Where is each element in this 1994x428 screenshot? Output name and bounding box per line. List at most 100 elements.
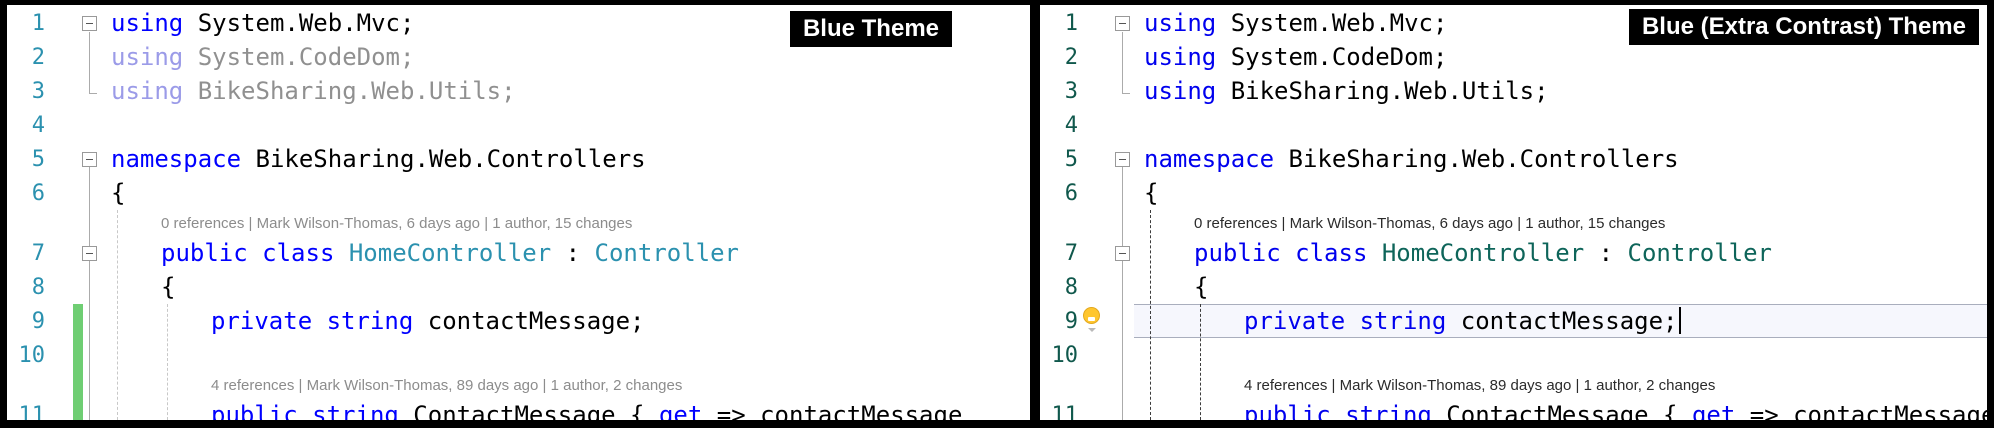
change-tracking-bar <box>73 304 83 420</box>
code-text[interactable]: namespace BikeSharing.Web.Controllers <box>101 145 646 173</box>
text-token: BikeSharing.Web.Controllers <box>241 145 646 173</box>
code-text[interactable]: public class HomeController : Controller <box>1134 239 1772 267</box>
code-text[interactable]: using BikeSharing.Web.Utils; <box>1134 77 1549 105</box>
text-token: => contactMessage <box>1735 401 1987 420</box>
code-text[interactable]: { <box>101 273 175 301</box>
gutter-margin <box>1080 74 1110 108</box>
text-token: using <box>111 43 184 71</box>
code-line: 4 <box>7 108 1030 142</box>
text-token: contactMessage; <box>1446 307 1678 335</box>
code-text[interactable]: using System.Web.Mvc; <box>101 9 414 37</box>
indent-guide <box>1150 210 1151 420</box>
line-number: 7 <box>1064 240 1078 266</box>
text-token: BikeSharing.Web.Utils; <box>183 77 516 105</box>
line-number: 7 <box>31 240 45 266</box>
line-number: 8 <box>31 274 45 300</box>
code-text[interactable]: { <box>1134 273 1208 301</box>
text-token <box>312 307 326 335</box>
fold-toggle-icon[interactable] <box>81 245 97 261</box>
text-token: System.CodeDom; <box>1216 43 1448 71</box>
fold-toggle-icon[interactable] <box>81 151 97 167</box>
gutter-margin <box>47 74 77 108</box>
text-token: ContactMessage { <box>1431 401 1692 420</box>
gutter-margin <box>1080 270 1110 304</box>
fold-toggle-icon[interactable] <box>1114 245 1130 261</box>
text-token: { <box>1144 179 1159 207</box>
keyword-token: class <box>262 239 335 267</box>
line-number: 2 <box>1064 44 1078 70</box>
keyword-token: string <box>326 307 414 335</box>
minus-glyph <box>85 22 93 24</box>
line-number: 10 <box>1051 342 1079 368</box>
fold-margin <box>77 15 101 31</box>
fold-structure-line <box>1122 167 1123 420</box>
minus-glyph <box>1118 158 1126 160</box>
code-text[interactable]: public class HomeController : Controller <box>101 239 739 267</box>
code-text[interactable]: using System.CodeDom; <box>1134 43 1447 71</box>
keyword-token: private <box>1244 307 1346 335</box>
code-line: 10 <box>7 338 1030 372</box>
fold-margin <box>1110 15 1134 31</box>
codelens-text[interactable]: 0 references | Mark Wilson-Thomas, 6 day… <box>1134 215 1665 232</box>
code-text[interactable]: public string ContactMessage { get => co… <box>1134 401 1987 420</box>
fold-toggle-icon[interactable] <box>81 15 97 31</box>
indent-guide <box>1200 304 1201 420</box>
keyword-token: public <box>211 401 298 420</box>
code-text[interactable]: { <box>1134 179 1158 207</box>
code-text[interactable]: private string contactMessage; <box>101 307 645 335</box>
gutter-margin <box>1080 176 1110 210</box>
lightbulb-icon[interactable] <box>1083 307 1100 332</box>
code-text[interactable]: using System.Web.Mvc; <box>1134 9 1447 37</box>
keyword-token: private <box>211 307 313 335</box>
keyword-token: public <box>161 239 248 267</box>
theme-badge: Blue (Extra Contrast) Theme <box>1628 9 1979 46</box>
gutter-margin <box>1080 398 1110 420</box>
text-token <box>1281 239 1295 267</box>
keyword-token: string <box>1359 307 1447 335</box>
chevron-down-icon <box>1088 328 1096 332</box>
line-number: 10 <box>18 342 46 368</box>
text-token: System.Web.Mvc; <box>183 9 415 37</box>
line-number: 5 <box>31 146 45 172</box>
type-token: Controller <box>594 239 740 267</box>
code-text[interactable]: using BikeSharing.Web.Utils; <box>101 77 516 105</box>
text-token: { <box>1194 273 1209 301</box>
code-text[interactable]: namespace BikeSharing.Web.Controllers <box>1134 145 1679 173</box>
code-text[interactable]: using System.CodeDom; <box>101 43 414 71</box>
current-line-highlight <box>1134 304 1987 338</box>
text-token <box>1367 239 1381 267</box>
codelens-text[interactable]: 4 references | Mark Wilson-Thomas, 89 da… <box>1134 377 1715 394</box>
keyword-token: namespace <box>111 145 242 173</box>
gutter-margin <box>1080 372 1110 398</box>
line-number: 1 <box>31 10 45 36</box>
fold-toggle-icon[interactable] <box>1114 151 1130 167</box>
fold-structure-elbow <box>1122 93 1130 94</box>
line-number: 6 <box>31 180 45 206</box>
code-text[interactable]: { <box>101 179 125 207</box>
gutter-margin <box>47 108 77 142</box>
text-token: => contactMessage <box>702 401 963 420</box>
line-number: 6 <box>1064 180 1078 206</box>
code-line: 8{ <box>7 270 1030 304</box>
keyword-token: using <box>1144 9 1217 37</box>
fold-toggle-icon[interactable] <box>1114 15 1130 31</box>
keyword-token: get <box>658 401 703 420</box>
line-number: 4 <box>31 112 45 138</box>
keyword-token: namespace <box>1144 145 1275 173</box>
text-token: contactMessage; <box>413 307 645 335</box>
codelens-text[interactable]: 0 references | Mark Wilson-Thomas, 6 day… <box>101 215 632 232</box>
code-line: 8{ <box>1040 270 1987 304</box>
theme-badge: Blue Theme <box>789 11 952 48</box>
fold-structure-line <box>1122 32 1123 93</box>
code-text[interactable]: public string ContactMessage { get => co… <box>101 401 962 420</box>
indent-guide <box>167 304 168 420</box>
codelens-text[interactable]: 4 references | Mark Wilson-Thomas, 89 da… <box>101 377 682 394</box>
gutter-margin <box>1080 108 1110 142</box>
code-text[interactable]: private string contactMessage; <box>1134 307 1681 335</box>
type-token: HomeController <box>348 239 552 267</box>
